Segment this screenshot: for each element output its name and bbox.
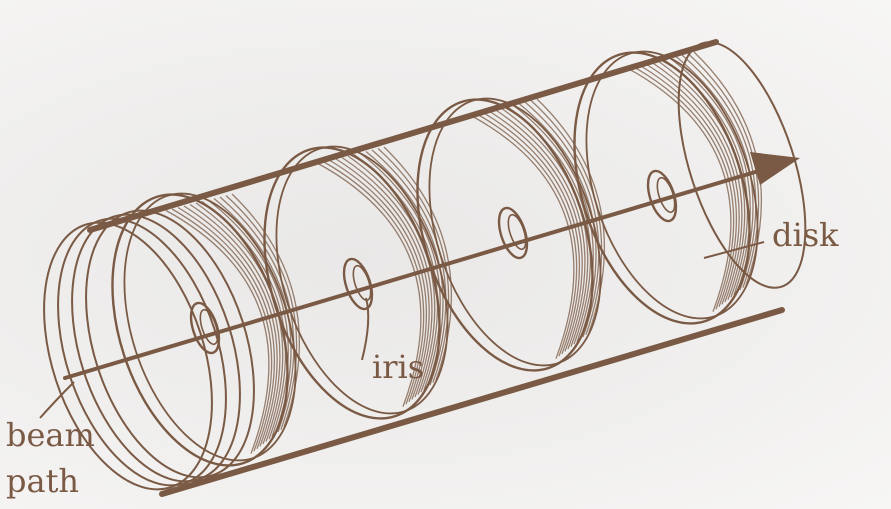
- hatch-line: [207, 199, 289, 438]
- hatch-line: [476, 113, 578, 357]
- iris-aperture: [342, 257, 374, 311]
- hatch-line: [177, 206, 275, 450]
- hatch-line: [329, 159, 427, 403]
- disk-rim: [428, 97, 602, 367]
- beam-arrowhead: [750, 152, 800, 185]
- hatch-line: [341, 156, 433, 398]
- tube-end-rim: [677, 41, 807, 289]
- disk-rim: [275, 145, 449, 415]
- beam-label: beam: [6, 416, 95, 454]
- iris-inner: [352, 264, 372, 302]
- hatch-line: [482, 111, 580, 355]
- disk-label: disk: [772, 216, 839, 254]
- disk: [573, 51, 751, 325]
- hatch-line: [171, 208, 273, 452]
- iris-label: iris: [372, 348, 424, 386]
- iris-aperture: [189, 301, 221, 355]
- iris-inner: [507, 213, 527, 251]
- hatch-line: [323, 161, 425, 405]
- disk: [416, 98, 594, 372]
- hatch-line: [225, 195, 298, 430]
- path-label: path: [6, 462, 79, 500]
- iris-aperture: [497, 206, 529, 260]
- hatch-line: [359, 152, 441, 391]
- hatch-line: [494, 108, 586, 350]
- hatch-line: [681, 54, 757, 291]
- tube-wall-bottom: [159, 307, 785, 497]
- hatch-line: [317, 162, 422, 407]
- entrance-ring: [43, 221, 213, 491]
- hatch-line: [189, 203, 281, 445]
- hatch-line: [488, 110, 583, 352]
- hatch-line: [633, 66, 735, 310]
- hatch-line: [639, 64, 737, 308]
- iris-aperture: [646, 169, 678, 223]
- hatch-line: [377, 148, 450, 383]
- disk: [263, 146, 441, 420]
- beam-axis: [63, 168, 764, 380]
- hatch-line: [183, 205, 278, 447]
- hatch-line: [512, 104, 594, 343]
- cavity-hatching: [165, 51, 762, 454]
- disk-rim: [123, 192, 297, 462]
- hatch-line: [645, 63, 740, 305]
- beam-path-leader-line: [39, 381, 75, 419]
- hatch-line: [219, 196, 295, 433]
- hatch-line: [669, 57, 751, 296]
- disk-rim: [585, 50, 759, 320]
- hatch-line: [470, 114, 575, 359]
- hatch-line: [524, 101, 600, 338]
- iris-inner: [656, 176, 676, 214]
- iris-leader-line: [361, 297, 370, 361]
- hatch-line: [627, 67, 732, 312]
- disk-leader-line: [703, 241, 765, 259]
- iris-inner: [199, 308, 219, 346]
- hatch-line: [335, 158, 430, 400]
- hatch-line: [165, 209, 270, 454]
- disks: [43, 41, 807, 491]
